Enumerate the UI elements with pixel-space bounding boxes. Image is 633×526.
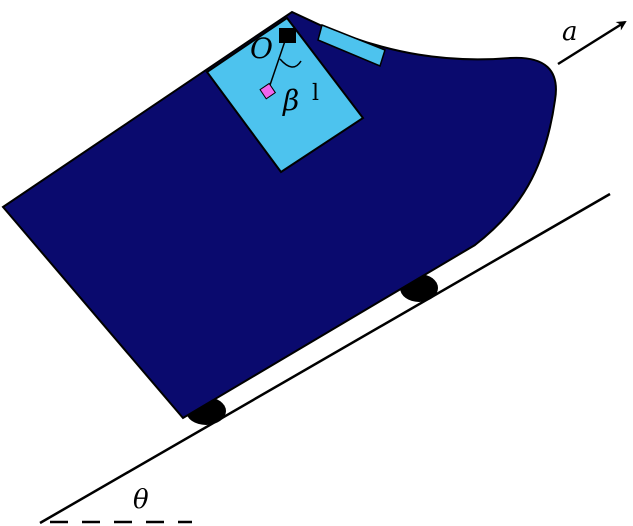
acceleration-arrow — [557, 20, 627, 66]
pendulum-panel — [205, 16, 365, 174]
acceleration-label: a — [562, 17, 578, 47]
incline-angle-label: θ — [133, 485, 149, 515]
pendulum-bob — [259, 82, 277, 100]
incline-line — [39, 192, 611, 525]
marker-label: l — [312, 81, 319, 106]
angle-beta-label: β — [282, 84, 299, 117]
angle-beta-arc — [279, 58, 302, 68]
pendulum-string — [268, 37, 287, 89]
cart-body — [1, 10, 557, 420]
pivot-block — [279, 28, 296, 43]
pivot-label: O — [250, 32, 273, 65]
roof-strip — [317, 23, 386, 68]
